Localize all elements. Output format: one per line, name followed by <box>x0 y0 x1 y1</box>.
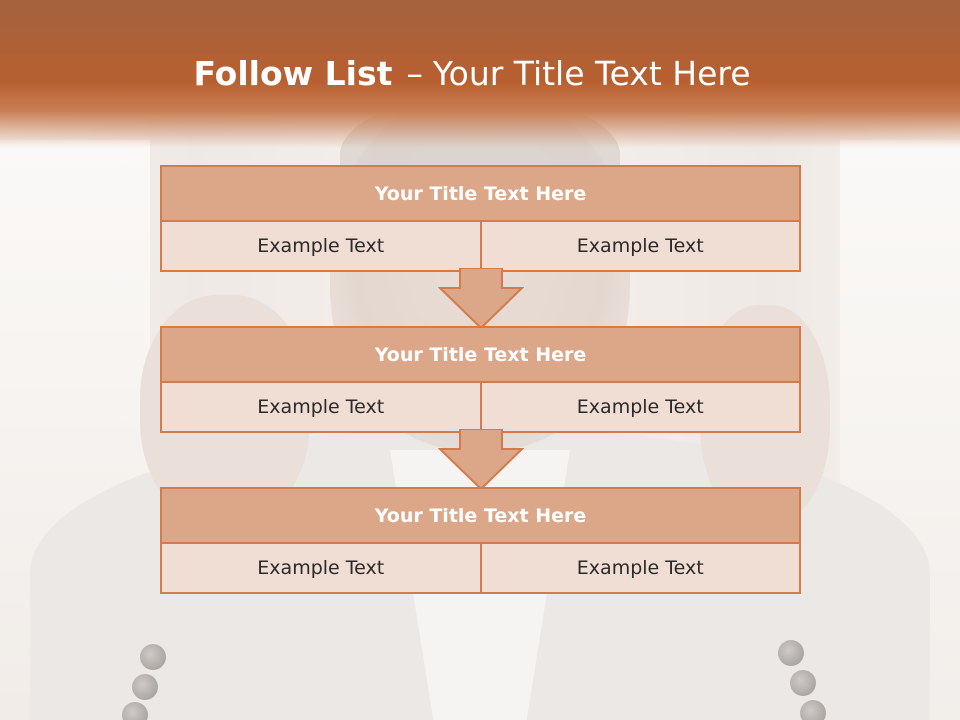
down-arrow-icon <box>438 268 524 330</box>
block-title[interactable]: Your Title Text Here <box>160 165 801 222</box>
flow-block-2: Your Title Text Here Example Text Exampl… <box>160 326 801 433</box>
suit-button <box>800 700 826 720</box>
block-cell-left[interactable]: Example Text <box>160 383 482 433</box>
down-arrow-icon <box>438 429 524 491</box>
suit-button <box>132 674 158 700</box>
block-row: Example Text Example Text <box>160 383 801 433</box>
suit-button <box>122 702 148 720</box>
slide-title-separator: – <box>406 54 423 93</box>
flow-block-3: Your Title Text Here Example Text Exampl… <box>160 487 801 594</box>
slide-title-bold: Follow List <box>193 54 393 93</box>
slide-title[interactable]: Follow List–Your Title Text Here <box>0 54 944 93</box>
suit-button <box>140 644 166 670</box>
block-row: Example Text Example Text <box>160 222 801 272</box>
block-cell-left[interactable]: Example Text <box>160 222 482 272</box>
block-cell-right[interactable]: Example Text <box>481 544 801 594</box>
flow-block-1: Your Title Text Here Example Text Exampl… <box>160 165 801 272</box>
header-band <box>0 0 960 148</box>
slide-title-rest: Your Title Text Here <box>432 54 751 93</box>
block-title[interactable]: Your Title Text Here <box>160 487 801 544</box>
block-cell-right[interactable]: Example Text <box>481 383 801 433</box>
block-cell-right[interactable]: Example Text <box>481 222 801 272</box>
suit-button <box>790 670 816 696</box>
suit-button <box>778 640 804 666</box>
block-cell-left[interactable]: Example Text <box>160 544 482 594</box>
block-row: Example Text Example Text <box>160 544 801 594</box>
block-title[interactable]: Your Title Text Here <box>160 326 801 383</box>
